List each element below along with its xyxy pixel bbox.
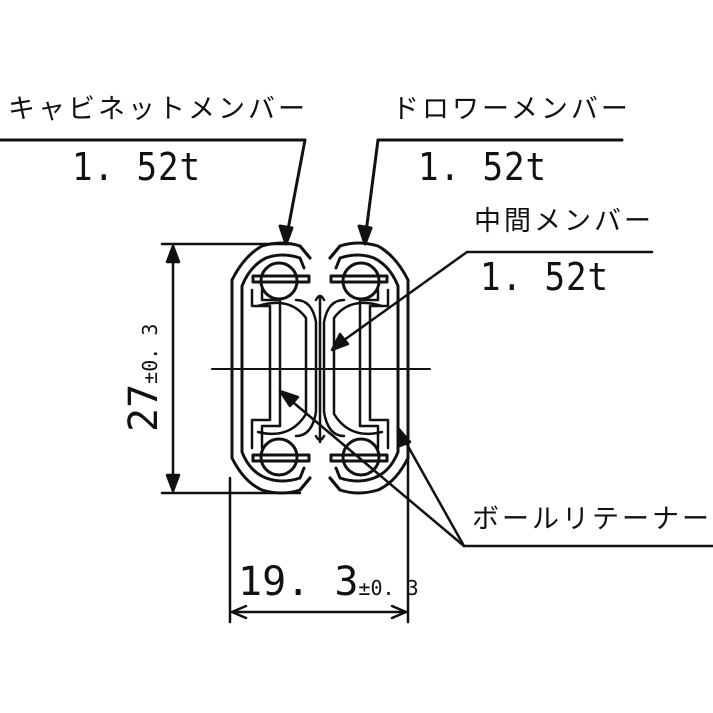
intermediate-member-thickness: 1. 52t [480,255,609,299]
cabinet-member-thickness: 1. 52t [72,145,201,189]
width-dimension [228,428,410,624]
drawer-member-label: ドロワーメンバー [392,94,631,125]
cabinet-member-leader [0,138,307,246]
intermediate-member-leader [330,250,654,352]
height-dimension-text: 27±0. 3 [121,323,167,432]
width-dimension-text: 19. 3±0. 3 [238,562,419,602]
height-dimension-tolerance: ±0. 3 [138,323,162,384]
width-dimension-value: 19. 3 [238,559,359,605]
bearing-balls [251,261,389,477]
drawer-member-profile [328,241,410,495]
cabinet-member-profile [230,241,312,495]
cabinet-member-label: キャビネットメンバー [8,94,308,125]
width-dimension-tolerance: ±0. 3 [358,576,419,600]
drawer-member-leader [357,138,624,246]
left-inner-channel [250,288,318,450]
right-inner-channel [322,288,390,450]
drawer-member-thickness: 1. 52t [418,145,547,189]
intermediate-member-label: 中間メンバー [474,206,654,237]
ball-retainer-label: ボールリテーナー [472,504,712,535]
height-dimension-value: 27 [121,383,167,432]
intermediate-member-profile [314,294,326,444]
